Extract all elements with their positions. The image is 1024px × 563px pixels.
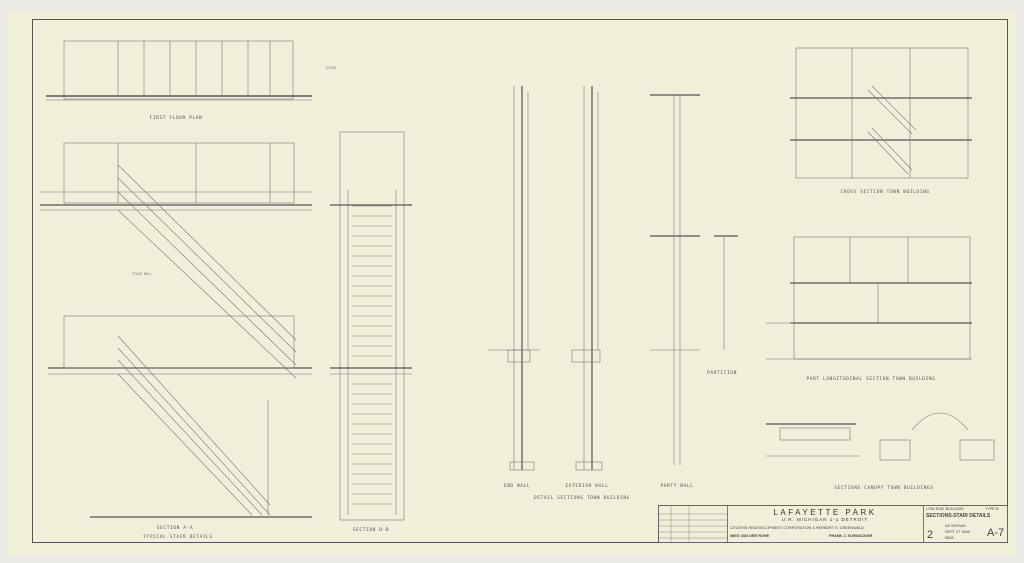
long-section-label: PART LONGITUDINAL SECTION TOWN BUILDING <box>806 377 936 382</box>
cross-section-label: CROSS SECTION TOWN BUILDING <box>840 190 930 195</box>
partition-label: PARTITION <box>707 371 737 376</box>
party-wall-drawing <box>650 94 738 465</box>
revision-number: 2 <box>927 529 934 541</box>
cross-section-drawing <box>790 47 972 179</box>
section-aa-drawing <box>40 142 312 518</box>
end-wall-drawing <box>488 86 540 471</box>
canopy-details-drawing <box>766 412 995 461</box>
stair-note: STAIR <box>326 66 336 70</box>
section-bb-drawing <box>330 131 412 521</box>
stair-well-note: STAIR WELL <box>132 272 152 276</box>
typical-stair-details-label: TYPICAL STAIR DETAILS <box>143 535 213 540</box>
exterior-wall-label: EXTERIOR WALL <box>565 484 609 489</box>
title-block-main: LAFAYETTE PARK U.R. MICHIGAN 1-1 DETROIT… <box>727 506 924 542</box>
revision-grid <box>659 506 727 542</box>
type-number: TYPE B <box>985 507 999 511</box>
end-wall-label: END WALL <box>503 484 531 489</box>
job-number: 5808 <box>945 536 954 540</box>
stair-treads <box>352 215 392 505</box>
party-wall-label: PARTY WALL <box>660 484 694 489</box>
scale-value: AS SHOWN <box>945 524 966 528</box>
detail-sections-label: DETAIL SECTIONS TOWN BUILDING <box>534 496 630 501</box>
title-block-side: LOW RISE BUILDING TYPE B SECTIONS-STAIR … <box>923 506 1007 542</box>
revision-table <box>659 506 728 542</box>
architect-name: MIES VAN DER ROHE <box>730 534 770 538</box>
sheet-number: A-7 <box>987 527 1005 539</box>
first-floor-plan-label: FIRST FLOOR PLAN <box>149 116 203 121</box>
section-aa-label: SECTION A-A <box>156 526 194 531</box>
project-location: U.R. MICHIGAN 1-1 DETROIT <box>781 517 869 522</box>
sections-canopy-label: SECTIONS CANOPY TOWN BUILDINGS <box>834 486 934 491</box>
engineer-name: FRANK J. KORNACKER <box>829 534 873 538</box>
drawing-border <box>32 19 1008 543</box>
longitudinal-section-drawing <box>766 236 972 360</box>
project-name: LAFAYETTE PARK <box>773 508 877 517</box>
sheet-title: SECTIONS-STAIR DETAILS <box>926 513 991 519</box>
title-block: LAFAYETTE PARK U.R. MICHIGAN 1-1 DETROIT… <box>658 505 1008 543</box>
section-bb-label: SECTION B-B <box>352 528 390 533</box>
building-type: LOW RISE BUILDING <box>926 507 964 511</box>
first-floor-plan-drawing <box>46 40 312 101</box>
client-name: CITIZENS REDEVELOPMENT CORPORATION & HER… <box>730 526 864 530</box>
date-value: SEPT 17 1958 <box>945 530 970 534</box>
exterior-wall-drawing <box>571 86 603 471</box>
